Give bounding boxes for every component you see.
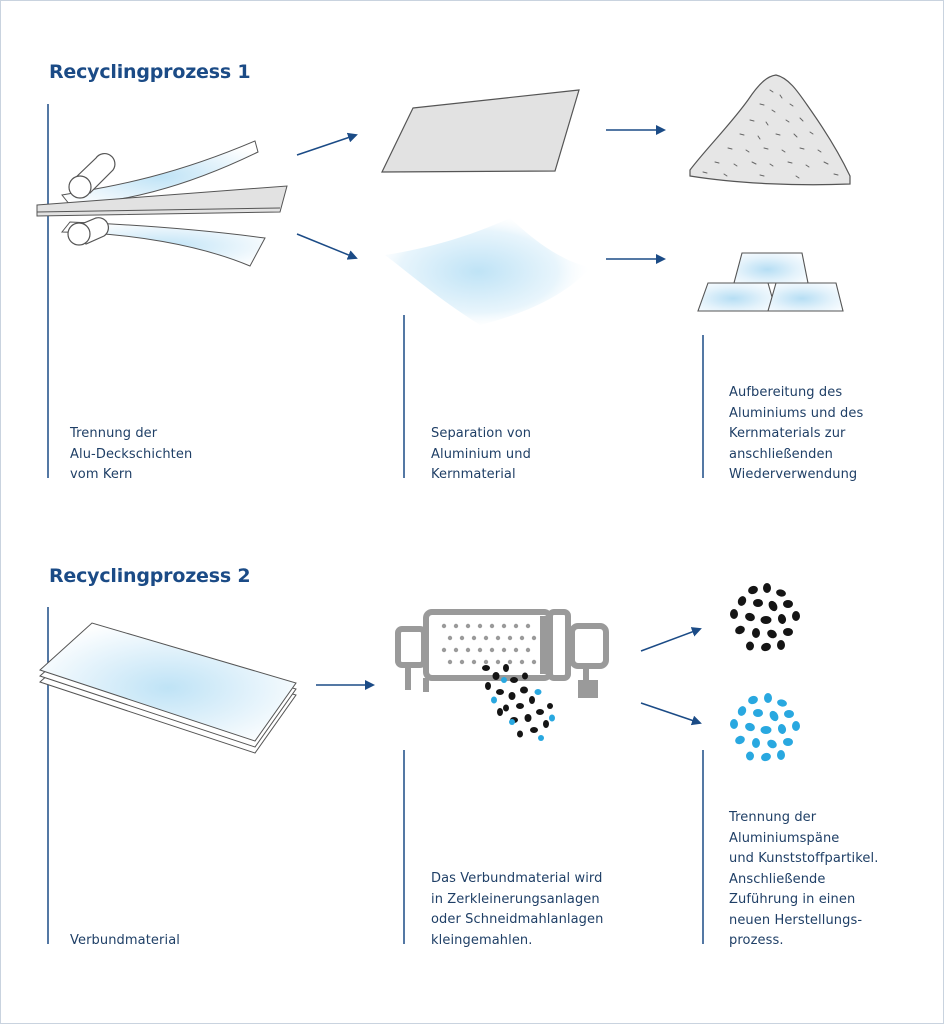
caption-line: Trennung der [729,810,817,825]
aluminium-ingots-icon [697,252,844,312]
caption-line: kleingemahlen. [431,932,533,948]
caption-line: Trennung der [70,426,158,441]
step-caption-reprocessing: Aufbereitung des Aluminiums und des Kern… [729,383,863,486]
plastic-particles-icon [730,583,800,652]
caption-line: Alu-Deckschichten [70,446,193,462]
granulate-heap-icon [689,74,851,186]
caption-line: Kernmaterials zur [729,426,846,441]
caption-line: Aluminiumspäne [729,830,840,846]
caption-line: neuen Herstellungs- [729,912,863,928]
caption-line: Kernmaterial [431,467,516,482]
caption-line: Das Verbundmaterial wird [431,871,603,886]
mixed-particles-icon [482,664,555,741]
aluminium-particles-icon [730,693,800,762]
caption-line: anschließenden [729,446,833,462]
caption-line: Anschließende [729,871,826,887]
shredder-perforation [441,623,537,665]
caption-line: Aluminiums und des [729,405,864,421]
caption-line: und Kunststoffpartikel. [729,851,879,866]
arrow [640,627,702,652]
caption-line: vom Kern [70,467,133,482]
caption-line: prozess. [729,933,784,948]
aluminium-foil-icon [385,218,592,325]
step-caption-particle-separation: Trennung der Aluminiumspäne und Kunststo… [729,808,878,952]
step-caption-material-separation: Separation von Aluminium und Kernmateria… [431,424,531,486]
step-caption-shredding: Das Verbundmaterial wird in Zerkleinerun… [431,869,603,951]
roller-separation-illustration [36,140,288,267]
caption-line: Aluminium und [431,446,531,462]
composite-panel-icon [39,622,297,754]
caption-line: oder Schneidmahlanlagen [431,912,604,927]
caption-line: Verbundmaterial [70,933,180,948]
shredder-machine-icon [395,609,609,696]
arrow [296,132,358,156]
arrow [640,702,702,726]
step-caption-separation-of-layers: Trennung der Alu-Deckschichten vom Kern [70,424,192,486]
step-caption-composite-material: Verbundmaterial [70,931,180,952]
core-sheet-icon [381,89,580,173]
process-1-title: Recyclingprozess 1 [49,61,251,83]
caption-line: Separation von [431,426,532,441]
process-2-title: Recyclingprozess 2 [49,565,251,587]
caption-line: in Zerkleinerungsanlagen [431,891,600,907]
caption-line: Zuführung in einen [729,892,856,907]
caption-line: Wiederverwendung [729,467,858,482]
caption-line: Aufbereitung des [729,385,843,400]
arrow [296,233,358,260]
